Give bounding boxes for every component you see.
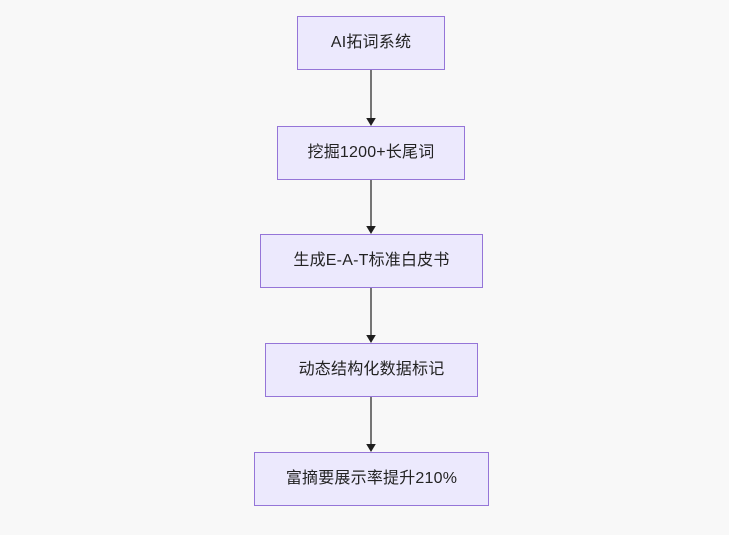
- flow-node-n2[interactable]: 挖掘1200+长尾词: [277, 126, 465, 180]
- flow-node-label: 挖掘1200+长尾词: [307, 144, 435, 161]
- flow-node-label: AI拓词系统: [330, 34, 412, 51]
- flow-edge-n3-to-n4: [362, 288, 380, 343]
- flow-node-label: 生成E-A-T标准白皮书: [293, 252, 450, 269]
- edge-arrowhead-icon: [366, 226, 376, 234]
- flow-node-n5[interactable]: 富摘要展示率提升210%: [254, 452, 489, 506]
- flow-edge-n2-to-n3: [362, 180, 380, 234]
- flow-node-label: 富摘要展示率提升210%: [285, 470, 458, 487]
- flow-edge-n1-to-n2: [362, 70, 380, 126]
- edge-arrowhead-icon: [366, 335, 376, 343]
- flow-node-n4[interactable]: 动态结构化数据标记: [265, 343, 478, 397]
- edge-arrowhead-icon: [366, 444, 376, 452]
- flow-node-n1[interactable]: AI拓词系统: [297, 16, 445, 70]
- flow-node-n3[interactable]: 生成E-A-T标准白皮书: [260, 234, 483, 288]
- flow-edge-n4-to-n5: [362, 397, 380, 452]
- flow-node-label: 动态结构化数据标记: [298, 361, 445, 378]
- edge-arrowhead-icon: [366, 118, 376, 126]
